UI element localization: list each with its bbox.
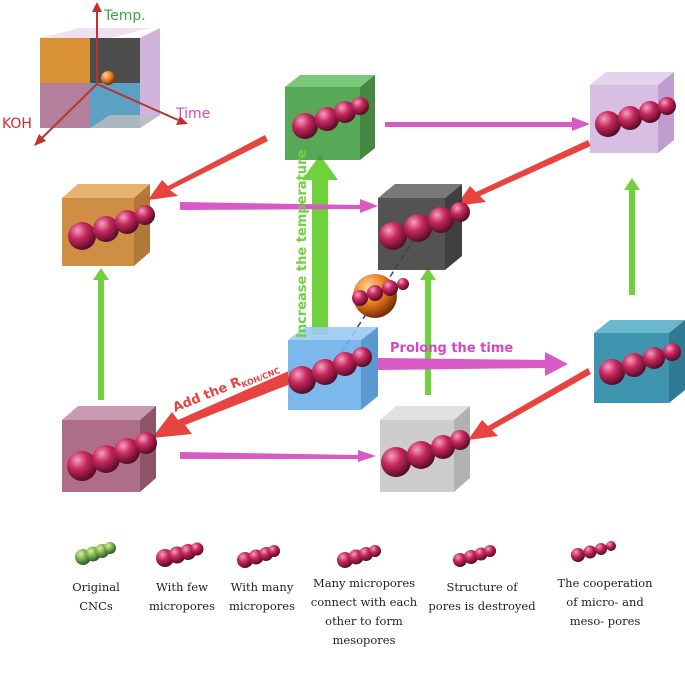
chain-purple <box>595 97 676 137</box>
chain-blue <box>288 347 372 394</box>
destroyed-pores-icon <box>453 545 496 567</box>
legend-line: Structure of <box>446 580 518 594</box>
legend-line: micropores <box>149 599 215 613</box>
chain-brown <box>68 205 155 250</box>
legend-line: other to form <box>325 614 403 628</box>
prolong-time-label: Prolong the time <box>390 341 513 356</box>
legend-few-micropores: With few micropores <box>123 578 241 616</box>
legend-line: mesopores <box>332 633 396 647</box>
time-axis-arrow <box>96 83 179 121</box>
legend-line: of micro- and <box>566 595 644 609</box>
few-micropores-icon <box>156 542 204 567</box>
koh-axis-arrowhead <box>34 134 46 146</box>
koh-arrows <box>148 135 591 440</box>
axis-cube <box>40 28 160 128</box>
micro-meso-icon <box>571 541 616 562</box>
legend-original-cncs: Original CNCs <box>37 578 155 616</box>
chain-maroon <box>67 432 157 481</box>
legend-line: micropores <box>229 599 295 613</box>
legend-line: pores is destroyed <box>428 599 536 613</box>
original-cncs-icon <box>75 542 116 565</box>
chain-teal <box>599 343 681 385</box>
increase-temperature-label: Increase the temperature <box>295 150 310 338</box>
legend-destroyed-pores: Structure of pores is destroyed <box>423 578 541 616</box>
center-cooperation-sphere <box>352 274 409 318</box>
legend-line: With few <box>156 580 208 594</box>
temp-axis-label: Temp. <box>103 8 146 24</box>
legend-line: CNCs <box>79 599 113 613</box>
chain-dark <box>379 202 470 250</box>
time-arrows <box>180 117 590 462</box>
time-axis-label: Time <box>175 106 210 122</box>
koh-axis-arrow <box>41 83 98 139</box>
time-axis-arrowhead <box>176 116 188 125</box>
temp-axis-arrowhead <box>92 2 102 12</box>
legend-micro-meso: The cooperation of micro- and meso- pore… <box>546 574 664 631</box>
chain-green <box>292 97 369 139</box>
legend-line: With many <box>230 580 294 594</box>
legend-line: The cooperation <box>557 576 653 590</box>
legend-line: Original <box>72 580 120 594</box>
mesopores-icon <box>337 545 381 568</box>
koh-axis-label: KOH <box>2 116 32 132</box>
temperature-arrows <box>93 155 640 400</box>
many-micropores-icon <box>237 545 280 568</box>
chain-gray <box>381 430 470 477</box>
legend-line: Many micropores <box>312 576 416 590</box>
legend-line: meso- pores <box>569 614 641 628</box>
legend-mesopores: Many micropores connect with each other … <box>305 574 423 650</box>
legend-line: connect with each <box>310 595 418 609</box>
legend-many-micropores: With many micropores <box>203 578 321 616</box>
